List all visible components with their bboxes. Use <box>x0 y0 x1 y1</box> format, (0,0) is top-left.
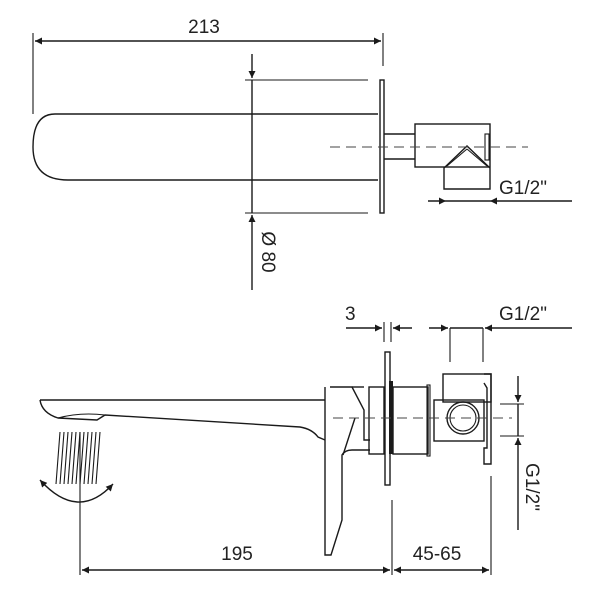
spout-top-outline <box>32 113 378 181</box>
dimension-label-g12-side-top: G1/2" <box>499 304 547 325</box>
dimension-side-thread: G1/2" <box>500 376 542 530</box>
dimension-label-g12-side-vertical: G1/2" <box>521 463 542 511</box>
lever-handle <box>324 386 370 556</box>
dimension-top-thread: G1/2" <box>429 304 572 362</box>
dimension-wall-depth: 45-65 <box>394 476 492 575</box>
spout-side-outline <box>39 399 326 441</box>
valve-body-top <box>384 123 491 190</box>
dimension-label-3: 3 <box>345 304 356 325</box>
dimension-rosette-thickness: 3 <box>345 304 412 342</box>
water-stream-icon <box>55 431 101 485</box>
dimension-label-213: 213 <box>188 17 220 38</box>
swivel-rotation-arrow-icon <box>39 479 114 503</box>
dimension-spout-projection: 195 <box>79 432 393 575</box>
side-view: 3 G1/2" <box>39 304 572 575</box>
dimension-label-d80: Ø 80 <box>257 231 278 272</box>
top-view: 213 Ø 80 <box>32 17 572 290</box>
dimension-label-45-65: 45-65 <box>413 544 462 565</box>
dimension-inlet-thread-top: G1/2" <box>428 178 572 205</box>
dimension-overall-length: 213 <box>32 17 384 114</box>
dimension-label-g12-top: G1/2" <box>499 178 547 199</box>
valve-connector-side <box>433 373 492 465</box>
dimension-rosette-diameter: Ø 80 <box>248 54 278 290</box>
dimension-label-195: 195 <box>221 544 253 565</box>
cartridge-body <box>368 386 385 455</box>
